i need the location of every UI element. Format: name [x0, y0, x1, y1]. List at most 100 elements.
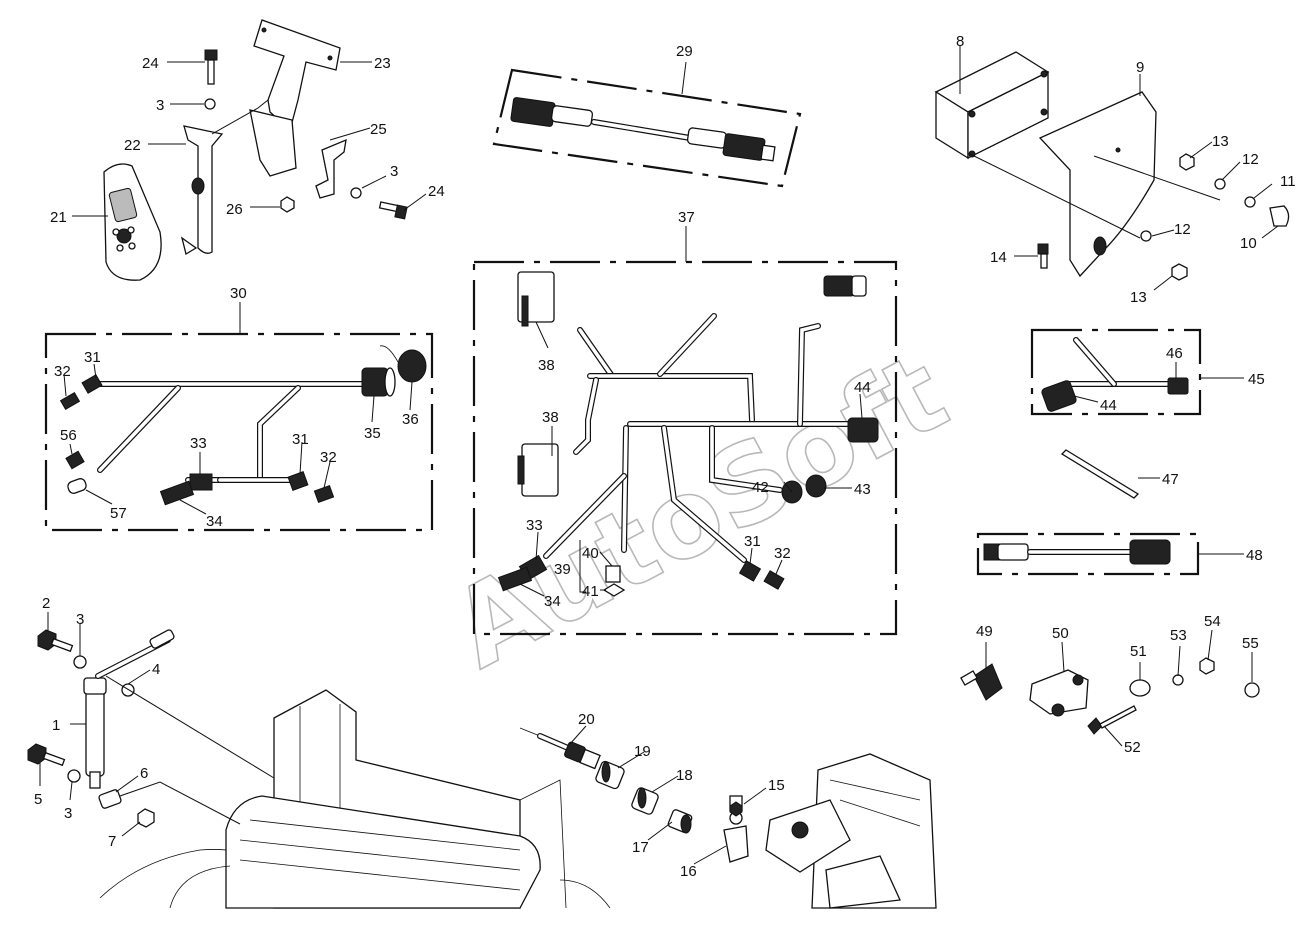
callout-34-a: 34	[206, 513, 223, 530]
washer-3-upper	[73, 655, 87, 669]
bolt-5	[27, 743, 66, 767]
callout-34-b: 34	[544, 593, 561, 610]
control-box-8	[934, 51, 1050, 160]
callout-32-b: 32	[320, 449, 337, 466]
callout-11: 11	[1280, 173, 1296, 190]
callout-44-b: 44	[1100, 397, 1117, 414]
nut-13-bottom	[1171, 263, 1188, 281]
callout-3-top: 3	[156, 97, 164, 114]
callout-23: 23	[374, 55, 391, 72]
nut-26	[280, 196, 295, 213]
callout-31-a: 31	[84, 349, 101, 366]
callout-47: 47	[1162, 471, 1179, 488]
callout-4: 4	[152, 661, 160, 678]
callout-13-bottom: 13	[1130, 289, 1147, 306]
cover-plate-9	[1038, 91, 1157, 278]
callout-54: 54	[1204, 613, 1221, 630]
adapter-19	[595, 760, 625, 790]
callout-42: 42	[752, 479, 769, 496]
bolt-2	[37, 629, 74, 653]
connector-33-left	[189, 473, 213, 491]
frame-48	[976, 532, 1200, 576]
callout-3-lower: 3	[64, 805, 72, 822]
bolt-14	[1037, 243, 1049, 269]
callout-36: 36	[402, 411, 419, 428]
callout-labels: 24 3 22 23 25 3 24 26 21 29 8 9 13 12 11…	[34, 33, 1296, 880]
screw-52	[1087, 705, 1137, 735]
cable-48	[983, 539, 1171, 565]
nut-55	[1244, 682, 1260, 698]
connector-34-left	[159, 480, 195, 506]
callout-45: 45	[1248, 371, 1265, 388]
callout-46: 46	[1166, 345, 1183, 362]
mounting-bracket-22	[180, 125, 224, 256]
bolt-24-top	[204, 49, 218, 85]
callout-25: 25	[370, 121, 387, 138]
callout-3-right: 3	[390, 163, 398, 180]
display-terminal-21	[103, 163, 162, 281]
callout-21: 21	[50, 209, 67, 226]
cable-4	[95, 629, 175, 679]
spacer-6	[98, 789, 122, 809]
cable-tie-47	[1060, 449, 1140, 499]
callout-33-b: 33	[526, 517, 543, 534]
connector-31-top	[81, 374, 103, 394]
callout-43: 43	[854, 481, 871, 498]
connector-56	[65, 450, 85, 470]
callout-40: 40	[582, 545, 599, 562]
washer-3-right	[350, 187, 362, 199]
callout-18: 18	[676, 767, 693, 784]
callout-56: 56	[60, 427, 77, 444]
clamp-51	[1129, 679, 1151, 697]
callout-1: 1	[52, 717, 60, 734]
callout-30: 30	[230, 285, 247, 302]
callout-15: 15	[768, 777, 785, 794]
watermark-text: AutoSoft	[433, 330, 966, 692]
washer-12-top	[1214, 178, 1226, 190]
callout-52: 52	[1124, 739, 1141, 756]
callout-50: 50	[1052, 625, 1069, 642]
plug-32-top	[59, 391, 81, 411]
washer-53	[1172, 674, 1184, 686]
callout-32-c: 32	[774, 545, 791, 562]
plug-32-mid	[313, 484, 335, 504]
washer-11	[1244, 196, 1256, 208]
callout-24-right: 24	[428, 183, 445, 200]
connector-34-right	[497, 566, 533, 592]
callout-31-b: 31	[292, 431, 309, 448]
callout-38-a: 38	[538, 357, 555, 374]
nipple-15	[729, 795, 743, 817]
callout-6: 6	[140, 765, 148, 782]
connector-44-top	[823, 275, 867, 297]
leader-lines	[39, 46, 1279, 865]
callout-31-c: 31	[744, 533, 761, 550]
connector-31-mid	[287, 471, 309, 491]
callout-20: 20	[578, 711, 595, 728]
callout-51: 51	[1130, 643, 1147, 660]
washer-3-top	[204, 98, 216, 110]
callout-48: 48	[1246, 547, 1263, 564]
clip-41	[602, 583, 626, 597]
nut-17	[667, 809, 693, 834]
cap-43	[805, 474, 827, 498]
callout-57: 57	[110, 505, 127, 522]
connector-35	[361, 367, 396, 397]
callout-53: 53	[1170, 627, 1187, 644]
bolt-24-right	[378, 201, 408, 220]
callout-26: 26	[226, 201, 243, 218]
callout-49: 49	[976, 623, 993, 640]
callout-13-top: 13	[1212, 133, 1229, 150]
elbow-16	[723, 811, 749, 863]
callout-12-top: 12	[1242, 151, 1259, 168]
hydraulic-motor	[765, 753, 937, 909]
callout-19: 19	[634, 743, 651, 760]
callout-17: 17	[632, 839, 649, 856]
cap-10	[1269, 205, 1290, 227]
mounting-plate-23	[249, 19, 341, 177]
callout-24-top: 24	[142, 55, 159, 72]
callout-12-bottom: 12	[1174, 221, 1191, 238]
valve-block-50	[1029, 669, 1089, 717]
frame-29	[492, 68, 802, 188]
angle-bracket-25	[315, 138, 347, 199]
sensor-20	[519, 727, 601, 770]
